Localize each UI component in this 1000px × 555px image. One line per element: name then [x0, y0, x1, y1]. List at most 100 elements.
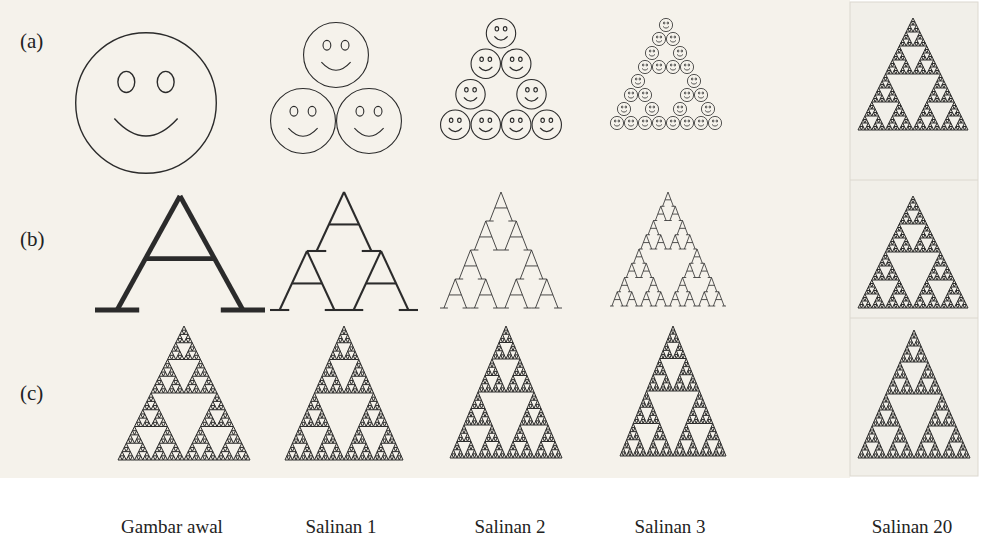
letter-a-stroke — [95, 308, 139, 313]
letter-a-stroke — [655, 206, 660, 220]
letter-a-stroke — [464, 265, 476, 266]
face-eye — [480, 118, 484, 122]
face-smile — [656, 124, 662, 126]
letter-a-stroke — [614, 299, 620, 300]
face-eye — [488, 118, 492, 122]
letter-a-stroke — [634, 249, 639, 263]
face-eye — [503, 27, 507, 31]
face-outline — [502, 49, 531, 78]
face-smile — [656, 68, 662, 70]
face-smile — [691, 82, 697, 84]
face-smile — [684, 124, 690, 126]
letter-a-stroke — [455, 279, 466, 308]
letter-a-stroke — [505, 279, 516, 308]
face-smile — [649, 54, 655, 56]
column-label: Gambar awal — [121, 517, 223, 538]
face-eye — [688, 64, 690, 66]
face-outline — [659, 18, 672, 31]
face-eye — [118, 71, 135, 92]
letter-a-stroke — [664, 220, 668, 221]
letter-a-stroke — [508, 221, 516, 222]
face-smile — [621, 110, 627, 112]
face-smile — [684, 68, 690, 70]
letter-a-stroke — [661, 235, 666, 249]
face-eye — [656, 120, 658, 122]
letter-a-stroke — [643, 299, 649, 300]
face-smile — [712, 124, 718, 126]
face-eye — [649, 106, 651, 108]
letter-a-stroke — [655, 292, 660, 306]
letter-a-stroke — [690, 292, 695, 306]
letter-a-stroke — [650, 277, 654, 278]
face-eye — [308, 106, 316, 116]
face-eye — [702, 120, 704, 122]
letter-a-stroke — [686, 234, 690, 235]
letter-a-stroke — [636, 256, 642, 257]
face-outline — [638, 60, 651, 73]
letter-a-stroke — [699, 263, 704, 277]
letter-a-stroke — [632, 263, 637, 277]
letter-a-stroke — [641, 292, 646, 306]
face-smile — [510, 128, 523, 132]
letter-a-stroke — [690, 263, 694, 264]
face-eye — [677, 50, 679, 52]
face-eye — [480, 57, 484, 61]
face-outline — [666, 116, 679, 129]
face-eye — [681, 50, 683, 52]
letter-a-stroke — [463, 308, 471, 309]
letter-a-stroke — [722, 306, 726, 307]
face-outline — [638, 88, 651, 101]
letter-a-stroke — [505, 221, 516, 250]
letter-a-stroke — [524, 250, 532, 251]
letter-a-stroke — [675, 291, 679, 292]
copy-illustration — [440, 192, 562, 308]
face-outline — [701, 102, 714, 115]
letter-a-stroke — [307, 250, 326, 252]
face-eye — [653, 106, 655, 108]
copy-illustration — [450, 326, 562, 458]
letter-a-stroke — [650, 249, 654, 250]
letter-a-stroke — [643, 271, 649, 272]
letter-a-stroke — [684, 292, 689, 306]
face-eye — [621, 106, 623, 108]
letter-a-stroke — [670, 235, 675, 249]
face-eye — [660, 64, 662, 66]
face-smile — [663, 26, 669, 28]
letter-a-stroke — [668, 192, 673, 206]
letter-a-stroke — [675, 292, 680, 306]
letter-a-stroke — [650, 306, 654, 307]
face-smile — [321, 62, 350, 70]
face-eye — [653, 50, 655, 52]
face-outline — [624, 116, 637, 129]
face-outline — [304, 23, 369, 88]
sierpinski-triangle — [118, 326, 250, 460]
face-smile — [479, 128, 492, 132]
letter-a-stroke — [639, 306, 643, 307]
face-eye — [157, 71, 174, 92]
face-eye — [632, 120, 634, 122]
face-eye — [646, 64, 648, 66]
letter-a-stroke — [629, 271, 635, 272]
letter-a-stroke — [658, 299, 664, 300]
face-eye — [510, 57, 514, 61]
letter-a-stroke — [354, 251, 381, 310]
letter-a-stroke — [510, 236, 522, 237]
letter-a-stroke — [646, 234, 650, 235]
face-eye — [519, 118, 523, 122]
face-eye — [660, 120, 662, 122]
face-smile — [656, 40, 662, 42]
copy-illustration — [118, 326, 250, 460]
letter-a-stroke — [554, 308, 562, 309]
letter-a-stroke — [621, 306, 625, 307]
row-label: (c) — [20, 382, 43, 405]
letter-a-stroke — [525, 265, 537, 266]
letter-a-stroke — [146, 256, 214, 261]
panel-divider — [850, 180, 978, 181]
face-eye — [667, 22, 669, 24]
face-outline — [617, 102, 630, 115]
letter-a-stroke — [344, 192, 371, 251]
photo-panel — [0, 0, 850, 478]
column-label: Salinan 20 — [872, 517, 953, 538]
letter-a-stroke — [683, 249, 687, 250]
face-eye — [526, 88, 530, 92]
